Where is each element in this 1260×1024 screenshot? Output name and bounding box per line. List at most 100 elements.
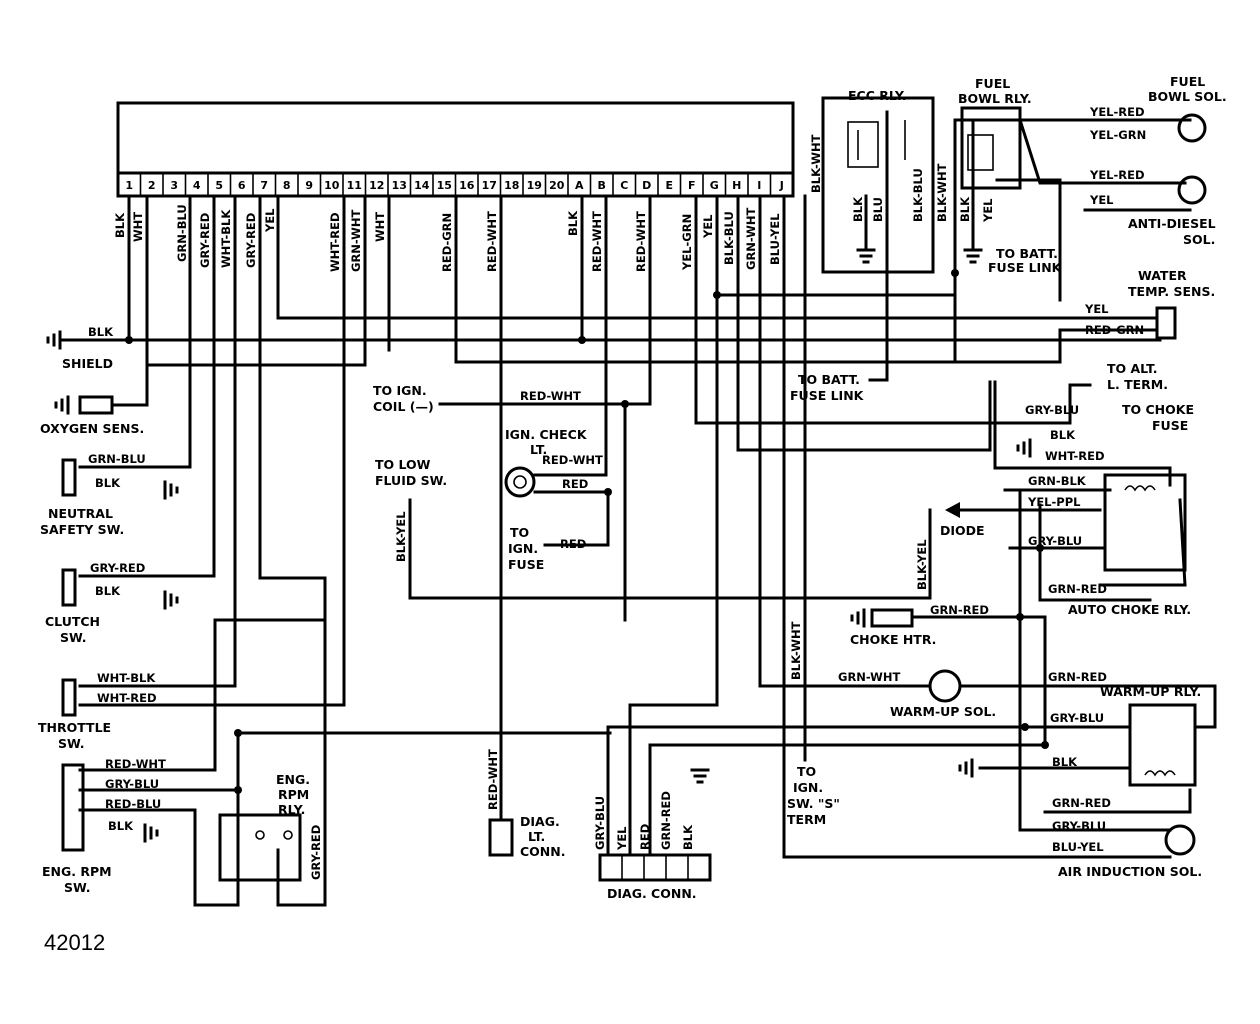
vlabel-p2: WHT xyxy=(131,212,145,242)
fuel-bowl-rly-label-1: FUEL xyxy=(975,76,1010,91)
oxygen-sens-label: OXYGEN SENS. xyxy=(40,421,144,436)
pin-label-11: 11 xyxy=(347,179,362,192)
vlabel-pJ: BLU-YEL xyxy=(768,213,782,265)
wire-label-red-wht-lt: RED-WHT xyxy=(542,453,603,467)
pin-label-12: 12 xyxy=(369,179,384,192)
eng-rpm-rly-label-2: RPM xyxy=(278,787,309,802)
pin-label-17: 17 xyxy=(482,179,497,192)
pin-label-13: 13 xyxy=(392,179,407,192)
wires xyxy=(58,96,1217,907)
wire-label-blk-choke: BLK xyxy=(1050,428,1076,442)
wire-label-grn-red-wu2: GRN-RED xyxy=(1052,796,1111,810)
pin-label-A: A xyxy=(575,179,584,192)
vlabel-pD: RED-WHT xyxy=(634,211,648,272)
vlabel-fb-blk: BLK xyxy=(958,196,972,222)
pin-label-9: 9 xyxy=(305,179,313,192)
wire-label-gry-blu-wu: GRY-BLU xyxy=(1050,711,1104,725)
pin-label-H: H xyxy=(732,179,741,192)
wire-label-red-wht-rpm: RED-WHT xyxy=(105,757,166,771)
neutral-label-2: SAFETY SW. xyxy=(40,522,124,537)
throttle-label-2: SW. xyxy=(58,736,85,751)
pin-label-3: 3 xyxy=(170,179,178,192)
pin-label-F: F xyxy=(688,179,696,192)
pin-label-G: G xyxy=(710,179,719,192)
pin-label-D: D xyxy=(642,179,651,192)
to-ign-sw-label-1: TO xyxy=(797,764,816,779)
eng-rpm-sw-label-2: SW. xyxy=(64,880,91,895)
vlabel-blk-wht-ign: BLK-WHT xyxy=(789,621,803,680)
eng-rpm-rly-label-1: ENG. xyxy=(276,772,310,787)
choke-htr-label: CHOKE HTR. xyxy=(850,632,936,647)
wire-label-yel-red-1: YEL-RED xyxy=(1089,105,1145,119)
fuel-bowl-sol-label-2: BOWL SOL. xyxy=(1148,89,1227,104)
vlabel-p7: GRY-RED xyxy=(244,213,258,268)
vlabel-diag-grn-red: GRN-RED xyxy=(659,791,673,850)
to-alt-label-2: L. TERM. xyxy=(1107,377,1168,392)
vlabel-ecc-blk: BLK xyxy=(851,196,865,222)
pin-label-7: 7 xyxy=(260,179,268,192)
ground-symbols xyxy=(46,248,1032,843)
to-choke-fuse-label-1: TO CHOKE xyxy=(1122,402,1194,417)
vlabel-pF: YEL-GRN xyxy=(680,214,694,271)
vlabel-p1: BLK xyxy=(113,212,127,238)
diode-label: DIODE xyxy=(940,523,985,538)
pin-label-E: E xyxy=(665,179,673,192)
wire-label-yel-2: YEL xyxy=(1089,193,1114,207)
wire-label-grn-red-htr: GRN-RED xyxy=(930,603,989,617)
wire-label-grn-wht-sol: GRN-WHT xyxy=(838,670,900,684)
wire-label-wht-red-choke: WHT-RED xyxy=(1045,449,1105,463)
pin-label-8: 8 xyxy=(283,179,291,192)
vlabel-ecc-blk-blu: BLK-BLU xyxy=(911,168,925,222)
vlabel-pH: BLK-BLU xyxy=(722,211,736,265)
vlabel-blk-yel-fluid: BLK-YEL xyxy=(394,511,408,562)
pin-label-J: J xyxy=(779,179,784,192)
vlabel-red-wht-diag: RED-WHT xyxy=(486,749,500,810)
vlabel-p6: WHT-BLK xyxy=(219,209,233,268)
wire-label-grn-red-wu: GRN-RED xyxy=(1048,670,1107,684)
water-temp-label-2: TEMP. SENS. xyxy=(1128,284,1215,299)
pin-label-4: 4 xyxy=(193,179,201,192)
to-ign-fuse-label-2: IGN. xyxy=(508,541,538,556)
figure-id: 42012 xyxy=(44,930,105,955)
wire-label-grn-blu-neutral: GRN-BLU xyxy=(88,452,146,466)
to-ign-fuse-label-3: FUSE xyxy=(508,557,544,572)
ecc-rly-label: ECC RLY. xyxy=(848,88,907,103)
wire-label-gry-blu-choke2: GRY-BLU xyxy=(1028,534,1082,548)
vlabel-diag-blk: BLK xyxy=(681,824,695,850)
to-batt-fuse-label-2: FUSE LINK xyxy=(790,388,865,403)
to-ign-sw-label-4: TERM xyxy=(787,812,826,827)
pin-label-1: 1 xyxy=(125,179,133,192)
to-low-fluid-label-2: FLUID SW. xyxy=(375,473,447,488)
to-low-fluid-label-1: TO LOW xyxy=(375,457,431,472)
wire-label-wht-blk-thr: WHT-BLK xyxy=(97,671,156,685)
vlabel-p12: GRN-WHT xyxy=(349,210,363,272)
wire-label-yel-temp: YEL xyxy=(1084,302,1109,316)
to-ign-sw-label-3: SW. "S" xyxy=(787,796,840,811)
water-temp-label-1: WATER xyxy=(1138,268,1187,283)
diag-conn-label: DIAG. CONN. xyxy=(607,886,697,901)
vlabel-p5: GRY-RED xyxy=(198,213,212,268)
clutch-label-1: CLUTCH xyxy=(45,614,100,629)
wire-label-yel-grn-1: YEL-GRN xyxy=(1089,128,1146,142)
pin-label-20: 20 xyxy=(549,179,565,192)
to-ign-coil-label-2: COIL (—) xyxy=(373,399,434,414)
wire-label-red-wht-coil: RED-WHT xyxy=(520,389,581,403)
auto-choke-rly-label: AUTO CHOKE RLY. xyxy=(1068,602,1191,617)
vlabel-p8: YEL xyxy=(263,208,277,233)
components xyxy=(61,106,1207,882)
vlabel-p16: RED-GRN xyxy=(440,213,454,272)
wire-label-blk-clutch: BLK xyxy=(95,584,121,598)
pin-label-18: 18 xyxy=(504,179,519,192)
wire-label-yel-red-2: YEL-RED xyxy=(1089,168,1145,182)
vlabel-p4: GRN-BLU xyxy=(175,204,189,262)
wire-label-blk-main: BLK xyxy=(88,325,114,339)
diag-lt-label-2: LT. xyxy=(528,829,545,844)
wire-label-red-blu-rpm: RED-BLU xyxy=(105,797,161,811)
vlabel-pA: BLK xyxy=(566,210,580,236)
wire-label-grn-blk-choke: GRN-BLK xyxy=(1028,474,1087,488)
pin-label-5: 5 xyxy=(215,179,223,192)
pin-label-15: 15 xyxy=(437,179,452,192)
shield-label: SHIELD xyxy=(62,356,113,371)
wire-label-grn-red-choke: GRN-RED xyxy=(1048,582,1107,596)
pin-label-10: 10 xyxy=(324,179,340,192)
